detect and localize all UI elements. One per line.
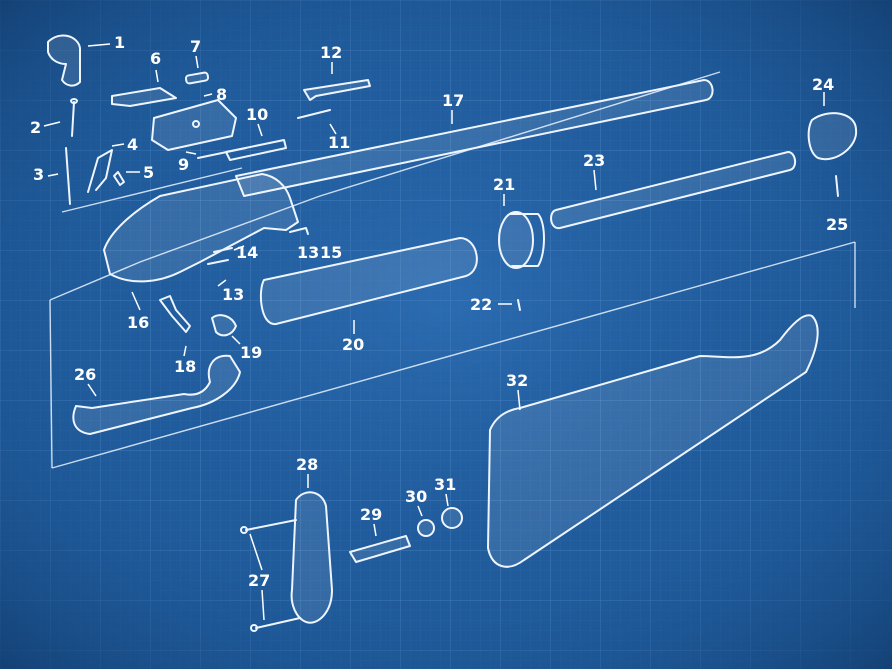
part-26-lever bbox=[72, 354, 241, 435]
callout-28: 28 bbox=[296, 455, 318, 474]
part-23-magazine-tube bbox=[550, 151, 796, 230]
part-12-lever bbox=[303, 79, 371, 101]
callout-10: 10 bbox=[246, 105, 268, 124]
callout-30: 30 bbox=[405, 487, 427, 506]
callout-25: 25 bbox=[826, 215, 848, 234]
part-2-pin bbox=[70, 98, 78, 137]
callout-22: 22 bbox=[470, 295, 492, 314]
callout-4: 4 bbox=[127, 135, 138, 154]
callout-12: 12 bbox=[320, 43, 342, 62]
part-18-trigger bbox=[159, 295, 191, 333]
part-31-nut bbox=[441, 507, 463, 529]
part-16-receiver bbox=[103, 173, 299, 283]
callout-27: 27 bbox=[248, 571, 270, 590]
part-17-barrel bbox=[235, 79, 714, 197]
callout-13b: 13 bbox=[297, 243, 319, 262]
callout-26: 26 bbox=[74, 365, 96, 384]
callout-6: 6 bbox=[150, 49, 161, 68]
part-1-hammer bbox=[47, 34, 81, 87]
callout-14: 14 bbox=[236, 243, 258, 262]
part-19-sear bbox=[211, 314, 237, 337]
part-22-screw bbox=[517, 299, 521, 311]
callout-29: 29 bbox=[360, 505, 382, 524]
part-27-screws bbox=[240, 519, 301, 632]
callout-9: 9 bbox=[178, 155, 189, 174]
part-29-bolt bbox=[349, 535, 411, 563]
callout-21: 21 bbox=[493, 175, 515, 194]
callout-17: 17 bbox=[442, 91, 464, 110]
callout-18: 18 bbox=[174, 357, 196, 376]
callout-31: 31 bbox=[434, 475, 456, 494]
callout-19: 19 bbox=[240, 343, 262, 362]
projection-planes bbox=[49, 71, 856, 469]
part-21-band bbox=[498, 211, 545, 269]
part-3-pin bbox=[65, 147, 71, 205]
callout-5: 5 bbox=[143, 163, 154, 182]
callout-24: 24 bbox=[812, 75, 834, 94]
part-30-washer bbox=[417, 519, 435, 537]
part-4-spring bbox=[87, 149, 113, 193]
part-14-pin bbox=[207, 247, 233, 265]
callout-8: 8 bbox=[216, 85, 227, 104]
callout-32: 32 bbox=[506, 371, 528, 390]
part-13-screw bbox=[289, 227, 309, 235]
callout-2: 2 bbox=[30, 118, 41, 137]
callout-23: 23 bbox=[583, 151, 605, 170]
part-6-bar bbox=[111, 87, 177, 107]
part-25-screw bbox=[835, 175, 839, 197]
part-20-forend bbox=[259, 237, 478, 325]
part-11-pin bbox=[297, 109, 331, 119]
callout-3: 3 bbox=[33, 165, 44, 184]
part-10-plate bbox=[225, 139, 287, 161]
part-7-pin bbox=[184, 71, 210, 85]
callout-1: 1 bbox=[114, 33, 125, 52]
callout-labels: 1 2 3 4 5 6 7 8 9 10 11 12 13 13 14 15 1… bbox=[30, 33, 848, 590]
callout-7: 7 bbox=[190, 37, 201, 56]
callout-13: 13 bbox=[222, 285, 244, 304]
part-5-screw bbox=[113, 171, 125, 186]
part-28-buttplate bbox=[290, 491, 333, 624]
callout-11: 11 bbox=[328, 133, 350, 152]
callout-15: 15 bbox=[320, 243, 342, 262]
callout-16: 16 bbox=[127, 313, 149, 332]
callout-20: 20 bbox=[342, 335, 364, 354]
leader-lines bbox=[43, 43, 825, 621]
part-24-cap bbox=[807, 112, 858, 161]
